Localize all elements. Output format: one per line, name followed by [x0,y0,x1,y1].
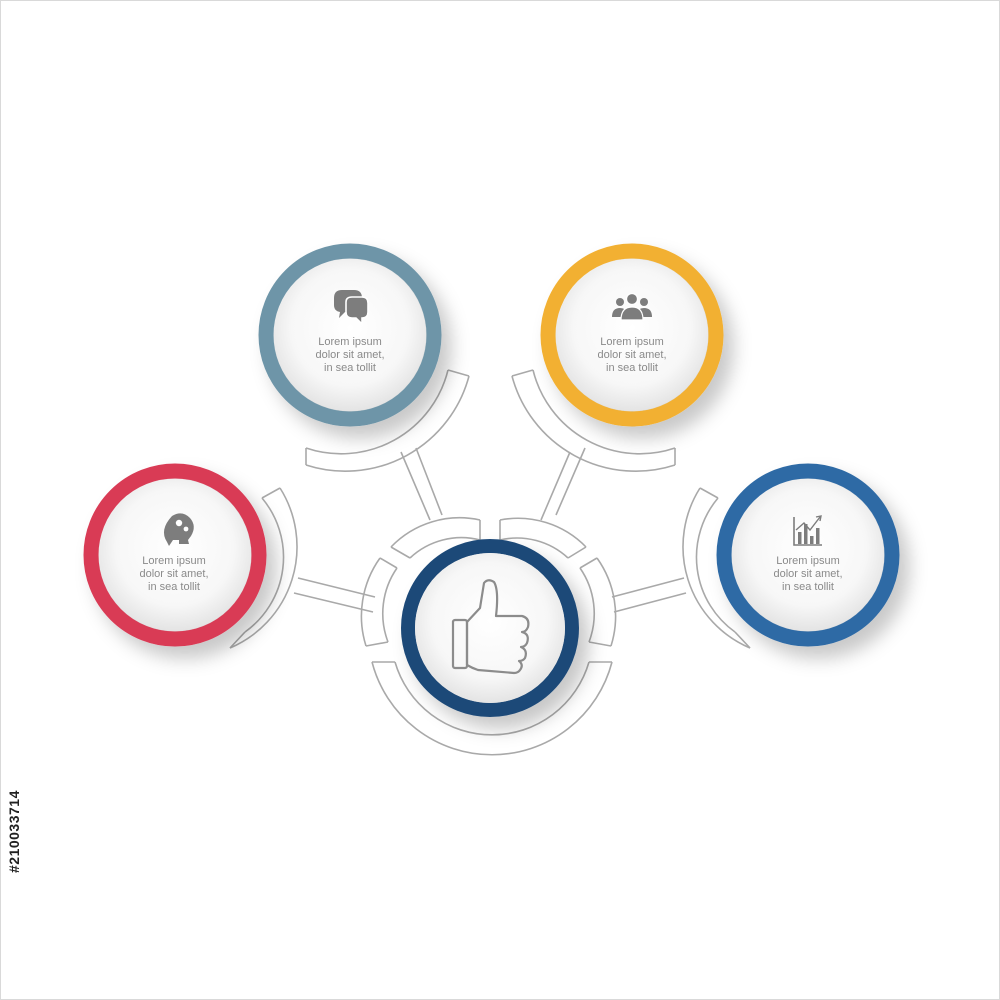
spokes [293,447,687,613]
node-left-line-1: Lorem ipsum [142,555,206,567]
node-top-right-circle [540,243,724,427]
node-top-left-line-3: in sea tollit [324,362,376,374]
center-ring [401,539,579,717]
center-band-right [579,557,617,647]
node-top-right-line-2: dolor sit amet, [597,349,667,361]
center-circle [401,539,579,717]
node-top-right-ring [540,243,724,427]
center-band-bottom [371,661,613,756]
center-band-left [360,557,398,647]
node-left-line-3: in sea tollit [148,581,200,593]
node-top-left-line-2: dolor sit amet, [315,349,385,361]
head-gears-icon [163,513,194,546]
node-right-circle [716,463,900,647]
node-left-circle [83,463,267,647]
bar-chart-icon [793,515,822,546]
top-left-band [305,369,470,472]
center-band-upper-left [390,517,481,559]
node-top-right-text: Lorem ipsum dolor sit amet, in sea tolli… [557,336,707,375]
node-top-left-text: Lorem ipsum dolor sit amet, in sea tolli… [275,336,425,375]
node-left-line-2: dolor sit amet, [139,568,209,580]
right-band [682,487,751,649]
node-left-text: Lorem ipsum dolor sit amet, in sea tolli… [99,555,249,594]
center-band-upper-right [499,517,587,559]
node-left-ring [83,463,267,647]
node-top-left-line-1: Lorem ipsum [318,336,382,348]
node-top-right-line-1: Lorem ipsum [600,336,664,348]
node-right-ring [716,463,900,647]
chat-bubbles-icon [334,290,369,326]
node-top-left-ring [258,243,442,427]
node-right-line-2: dolor sit amet, [773,568,843,580]
node-top-right-line-3: in sea tollit [606,362,658,374]
left-band [229,487,298,649]
node-right-line-1: Lorem ipsum [776,555,840,567]
node-right-text: Lorem ipsum dolor sit amet, in sea tolli… [733,555,883,594]
people-group-icon [612,292,652,321]
thumbs-up-icon [451,579,530,675]
top-right-band [511,369,676,472]
stock-id-watermark: #210033714 [6,790,22,874]
node-right-line-3: in sea tollit [782,581,834,593]
node-top-left-circle [258,243,442,427]
connector-lines [229,369,751,756]
